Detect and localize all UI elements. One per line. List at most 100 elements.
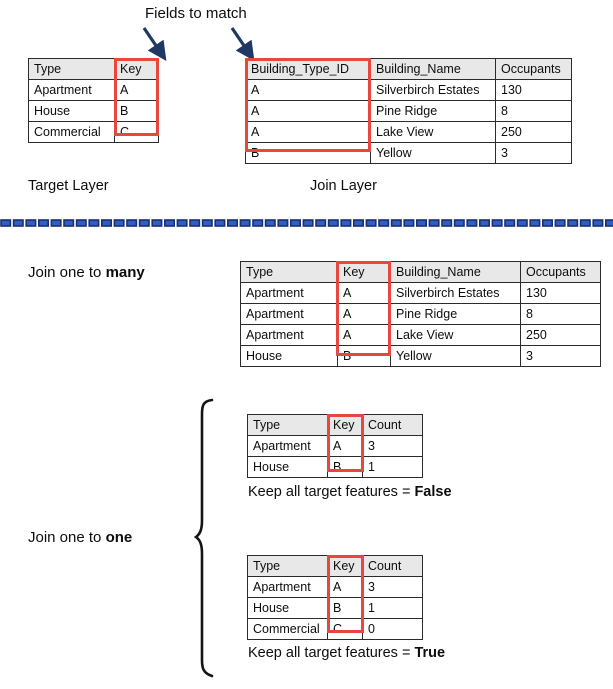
table-cell: Yellow [370,142,496,164]
table-cell: A [337,324,391,346]
table-cell: Apartment [247,576,328,598]
table-cell: B [245,142,371,164]
column-header: Key [327,555,363,577]
diagram-title: Fields to match [145,5,247,22]
table-cell: 3 [362,576,423,598]
one-to-many-label: Join one to many [28,264,145,282]
target-layer-caption: Target Layer [28,178,109,194]
keep-true-caption-emphasis: True [414,645,446,661]
table-cell: House [28,100,115,122]
table-cell: B [337,345,391,367]
table-cell: A [245,100,371,122]
column-header: Key [114,58,159,80]
table-cell: Commercial [247,618,328,640]
table-cell: Commercial [28,121,115,143]
arrow-to-target-key-icon [142,27,167,61]
keep-false-caption-prefix: Keep all target features = [248,484,415,500]
table-cell: A [245,79,371,101]
table-cell: Apartment [28,79,115,101]
one-to-one-label-emphasis: one [105,529,133,546]
keep-false-caption: Keep all target features = False [248,484,452,501]
column-header: Building_Name [390,261,521,283]
table-cell: House [247,597,328,619]
column-header: Building_Name [370,58,496,80]
table-cell: Pine Ridge [390,303,521,325]
column-header: Type [247,414,328,436]
table-cell: C [327,618,363,640]
table-cell: Yellow [390,345,521,367]
one-to-one-brace [193,398,214,678]
table-cell: 130 [495,79,572,101]
table-cell: 8 [520,303,601,325]
table-cell: 1 [362,456,423,478]
one-to-one-label: Join one to one [28,529,132,547]
table-cell: Pine Ridge [370,100,496,122]
table-cell: Apartment [240,303,338,325]
table-cell: 250 [495,121,572,143]
keep-true-caption: Keep all target features = True [248,645,445,662]
table-cell: C [114,121,159,143]
join-layer-caption: Join Layer [310,178,377,194]
column-header: Occupants [495,58,572,80]
column-header: Count [362,414,423,436]
keep-false-caption-emphasis: False [414,484,452,500]
one-to-one-label-prefix: Join one to [28,529,106,546]
column-header: Type [247,555,328,577]
table-cell: B [114,100,159,122]
column-header: Type [240,261,338,283]
table-cell: 250 [520,324,601,346]
table-cell: 130 [520,282,601,304]
table-cell: A [327,435,363,457]
keep-true-caption-prefix: Keep all target features = [248,645,415,661]
table-cell: A [114,79,159,101]
table-cell: Apartment [240,324,338,346]
column-header: Type [28,58,115,80]
table-cell: B [327,456,363,478]
table-cell: House [247,456,328,478]
table-cell: Lake View [390,324,521,346]
column-header: Key [327,414,363,436]
one-to-many-label-prefix: Join one to [28,264,106,281]
table-cell: A [327,576,363,598]
table-cell: A [337,303,391,325]
table-cell: Apartment [240,282,338,304]
table-cell: House [240,345,338,367]
table-cell: 3 [495,142,572,164]
column-header: Occupants [520,261,601,283]
table-cell: 3 [362,435,423,457]
table-cell: 3 [520,345,601,367]
table-cell: 1 [362,597,423,619]
one-to-many-label-emphasis: many [105,264,145,281]
section-divider [0,219,613,227]
table-cell: Apartment [247,435,328,457]
table-cell: Silverbirch Estates [370,79,496,101]
arrow-to-join-key-icon [230,27,255,61]
table-cell: 0 [362,618,423,640]
